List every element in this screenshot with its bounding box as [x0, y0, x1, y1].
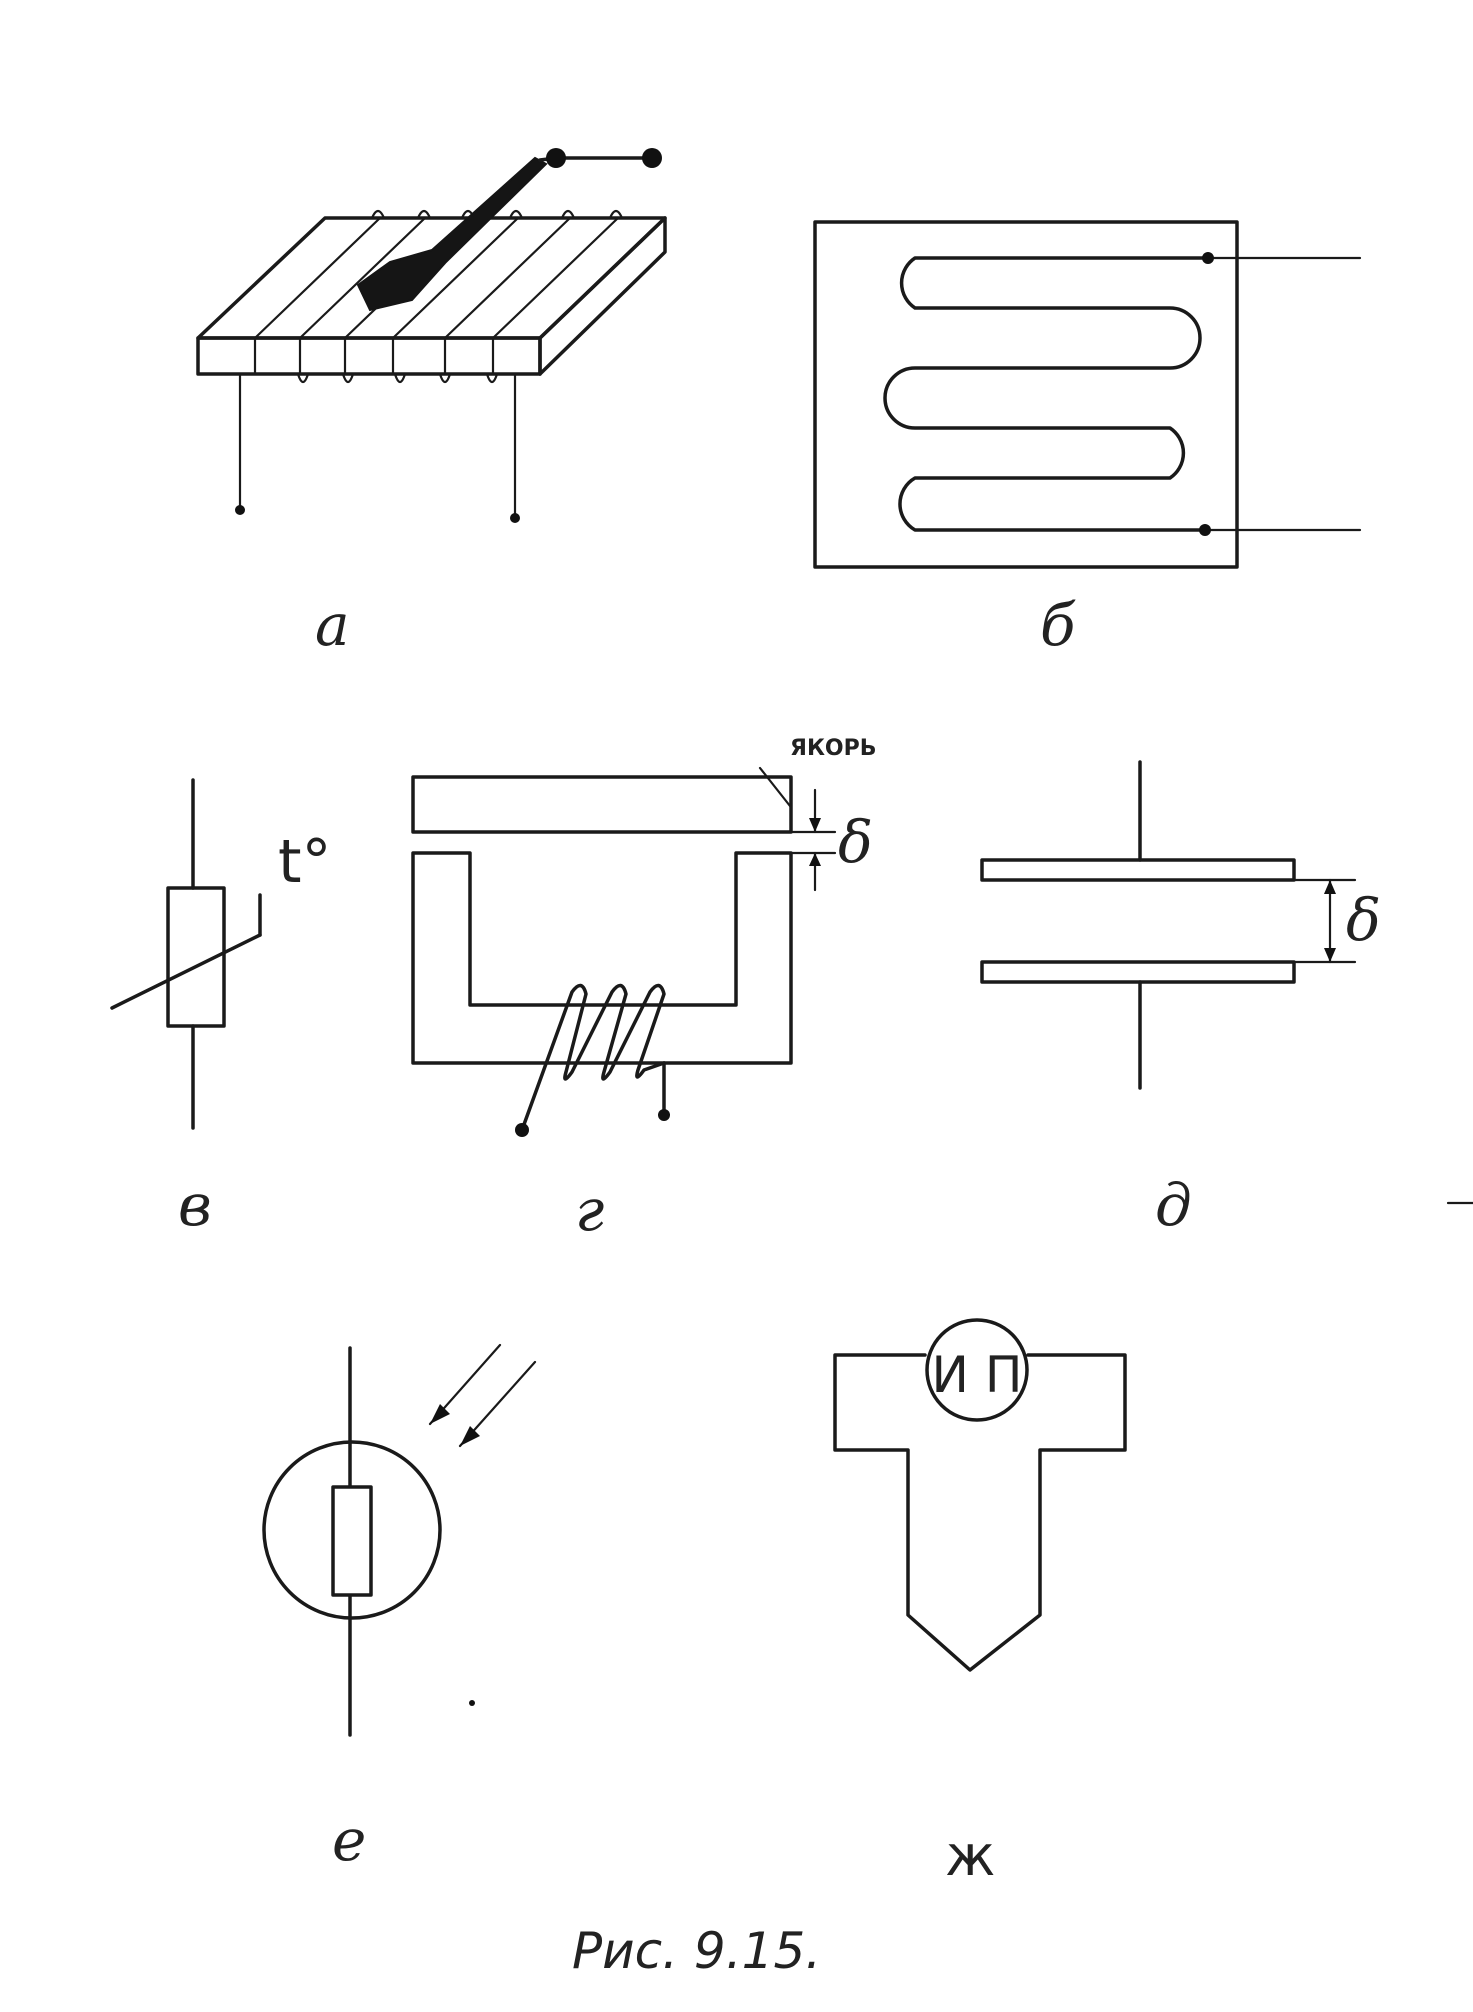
figure-caption: Рис. 9.15.	[572, 1922, 821, 1980]
thermocouple-wires	[833, 1353, 1127, 1672]
coil-terminal-2	[658, 1109, 670, 1121]
label-zh: ж	[945, 1824, 995, 1889]
meter-circle	[925, 1318, 1029, 1422]
label-e: е	[332, 1806, 366, 1874]
terminal-dot-1	[546, 148, 566, 168]
capacitor-plate-bottom	[980, 960, 1296, 984]
coil	[520, 983, 666, 1132]
serpentine-grid	[883, 256, 1210, 532]
thermistor-body	[166, 886, 226, 1028]
photo-envelope	[262, 1440, 442, 1620]
label-b: б	[1040, 591, 1076, 659]
u-core	[411, 851, 793, 1065]
capacitor-plate-top	[980, 858, 1296, 882]
photo-resistor-body	[331, 1485, 373, 1597]
label-v: в	[178, 1171, 212, 1239]
armature	[411, 775, 793, 834]
lead-right-dot	[510, 513, 520, 523]
nonlinear-slash	[110, 933, 262, 1010]
gauge-substrate	[813, 220, 1239, 569]
speck	[469, 1700, 475, 1706]
meter-label: И П	[932, 1346, 1023, 1404]
t-degree-label: t°	[278, 827, 332, 897]
diagram-b-serpentine-gauge	[813, 220, 1362, 569]
diagram-a-wound-gauge	[196, 148, 667, 523]
diagram-g-inductive-sensor: δ ЯКОРЬ	[411, 736, 877, 1137]
tap-top-dot	[1202, 252, 1214, 264]
label-g: г	[575, 1176, 604, 1244]
winding-loops	[296, 209, 624, 384]
winding-lines	[253, 216, 620, 376]
label-d: д	[1155, 1171, 1192, 1239]
gap-delta-g: δ	[838, 808, 873, 876]
terminal-dot-2	[642, 148, 662, 168]
plate-front	[196, 336, 542, 376]
label-a: а	[315, 591, 350, 659]
diagram-v-thermistor: t°	[110, 778, 332, 1130]
lead-patch	[356, 156, 548, 312]
lead-left-dot	[235, 505, 245, 515]
gap-delta-d: δ	[1346, 886, 1381, 954]
armature-leader	[758, 766, 792, 808]
diagram-e-photoresistor	[262, 1343, 537, 1737]
armature-label: ЯКОРЬ	[790, 736, 877, 761]
plate-side	[538, 216, 667, 376]
diagram-zh-thermocouple: И П	[833, 1318, 1127, 1672]
diagram-d-capacitive-sensor: δ	[980, 760, 1381, 1090]
coil-terminal-1	[515, 1123, 529, 1137]
tap-bottom-dot	[1199, 524, 1211, 536]
